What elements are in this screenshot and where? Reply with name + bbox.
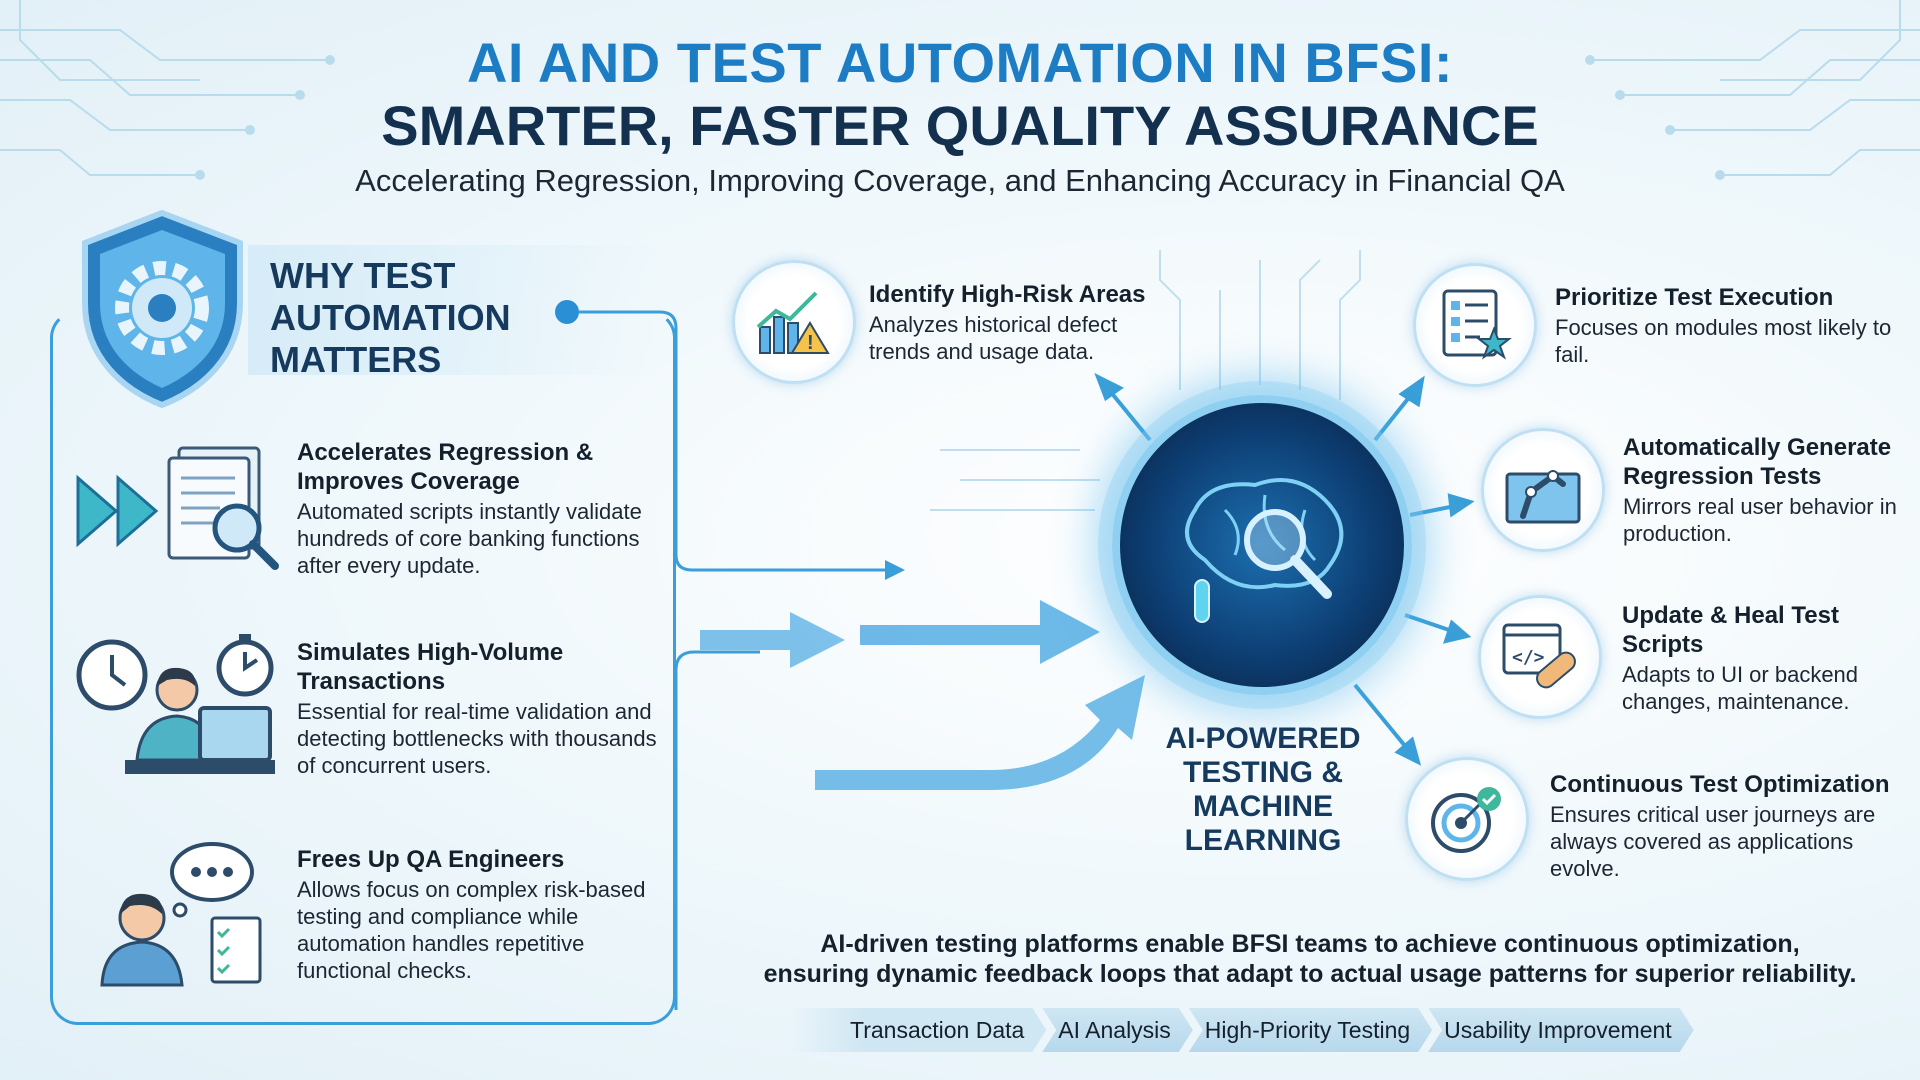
document-search-icon [167,446,279,570]
chart-warning-icon: ! [756,291,830,354]
flow-step: High-Priority Testing [1189,1008,1432,1052]
flow-step: Transaction Data [790,1008,1046,1052]
circuit-decoration-left [0,0,335,180]
left-item-transactions: Simulates High-Volume Transactions Essen… [297,638,667,779]
right-item-heal: Update & Heal Test Scripts Adapts to UI … [1622,601,1912,715]
flow-step-label: AI Analysis [1058,1016,1171,1043]
right-item-desc: Focuses on modules most likely to fail. [1555,315,1892,367]
right-item-title: Identify High-Risk Areas [869,281,1146,308]
right-item-icon-wrap [1481,428,1605,552]
user-at-computer-icon [76,634,275,774]
right-item-title: Automatically Generate Regression Tests [1623,434,1892,490]
robot-arm-blueprint-icon [1505,470,1581,524]
target-cycle-icon [1431,787,1501,853]
fast-forward-icon [76,474,159,548]
flow-step-label: Usability Improvement [1444,1016,1672,1043]
right-item-desc: Ensures critical user journeys are alway… [1550,802,1876,881]
why-heading-band [248,245,658,375]
flow-step-label: High-Priority Testing [1204,1016,1411,1043]
right-item-prioritize: Prioritize Test Execution Focuses on mod… [1555,283,1895,368]
title-line2: SMARTER, FASTER QUALITY ASSURANCE [381,94,1539,157]
flow-step-label: Transaction Data [850,1016,1025,1043]
right-item-icon-wrap: ! [732,260,856,384]
right-item-desc: Mirrors real user behavior in production… [1623,494,1897,546]
code-bandage-icon: </> [1502,623,1576,689]
left-item-desc: Essential for real-time validation and d… [297,699,657,778]
right-item-continuous: Continuous Test Optimization Ensures cri… [1550,770,1915,882]
right-item-icon-wrap: </> [1478,595,1602,719]
flow-step: Usability Improvement [1428,1008,1694,1052]
core-label: AI-POWERED TESTING & MACHINE LEARNING [1165,722,1361,857]
left-item-title: Simulates High-Volume Transactions [297,639,564,695]
footer-line2: ensuring dynamic feedback loops that ada… [763,960,1857,988]
right-item-title: Prioritize Test Execution [1555,284,1834,311]
right-item-generate: Automatically Generate Regression Tests … [1623,433,1913,547]
flow-pipeline: Transaction Data AI Analysis High-Priori… [790,1008,1690,1052]
why-automation-panel [50,310,676,1025]
svg-text:</>: </> [1512,647,1545,668]
right-item-desc: Adapts to UI or backend changes, mainten… [1622,662,1859,714]
ai-brain-core [1112,395,1412,695]
left-item-desc: Allows focus on complex risk-based testi… [297,877,646,983]
left-item-title: Frees Up QA Engineers [297,846,565,873]
left-item-title: Accelerates Regression & Improves Covera… [297,439,594,495]
engineer-thinking-icon [100,842,262,987]
title-line1: AI AND TEST AUTOMATION IN BFSI: [466,31,1454,94]
subtitle: Accelerating Regression, Improving Cover… [355,163,1565,198]
right-item-icon-wrap [1413,263,1537,387]
flow-step: AI Analysis [1042,1008,1193,1052]
why-heading: WHY TEST AUTOMATION MATTERS [270,255,511,380]
right-item-title: Update & Heal Test Scripts [1622,602,1839,658]
brain-magnifier-icon [1185,478,1344,623]
svg-text:!: ! [807,332,814,354]
right-item-icon-wrap [1405,757,1529,881]
right-item-desc: Analyzes historical defect trends and us… [869,312,1118,364]
shield-gear-icon [82,209,243,409]
left-item-regression: Accelerates Regression & Improves Covera… [297,438,667,579]
circuit-decoration-right [1585,0,1920,180]
right-item-title: Continuous Test Optimization [1550,771,1890,798]
connector-dot [555,300,579,324]
left-item-desc: Automated scripts instantly validate hun… [297,499,642,578]
footer-line1: AI-driven testing platforms enable BFSI … [820,930,1800,958]
left-item-qa-engineers: Frees Up QA Engineers Allows focus on co… [297,845,667,984]
checklist-star-icon [1442,289,1512,360]
right-item-high-risk: Identify High-Risk Areas Analyzes histor… [869,280,1169,365]
